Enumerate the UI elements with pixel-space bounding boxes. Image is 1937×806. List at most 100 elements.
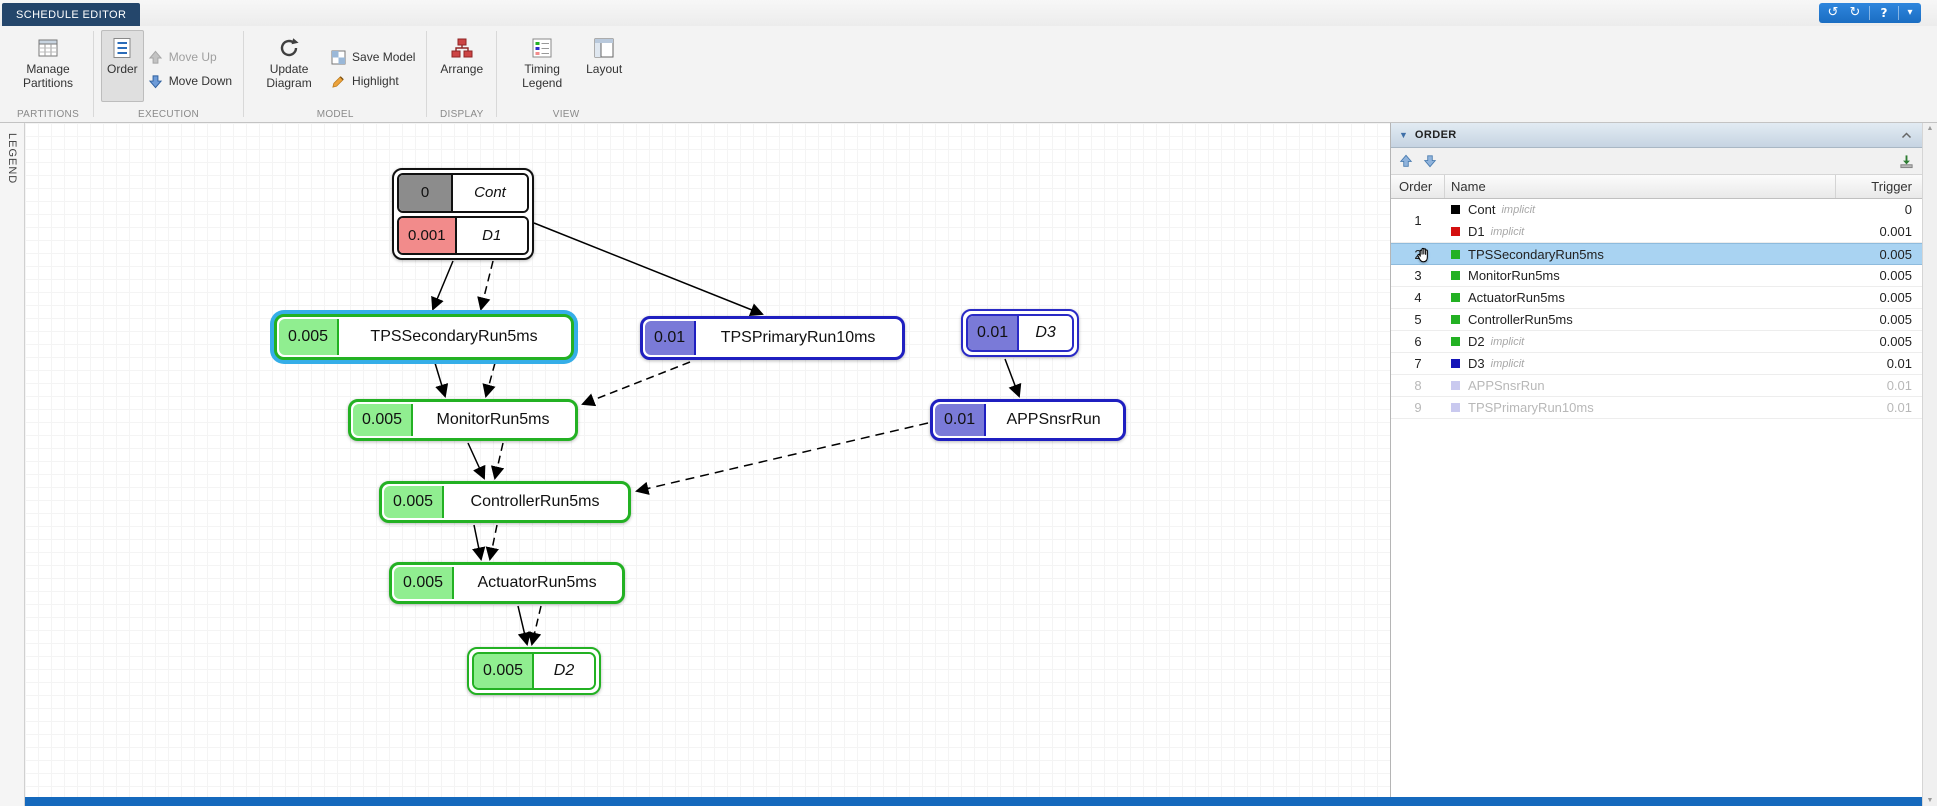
scrollbar-up-arrow-icon[interactable]: ▲	[1926, 125, 1934, 132]
divider	[1869, 6, 1870, 20]
divider	[243, 31, 245, 117]
order-table-header[interactable]: Order Name Trigger	[1391, 175, 1922, 199]
node-tpsprimaryrun10ms-trigger: 0.01	[645, 321, 697, 355]
table-row-tpsprimaryrun10ms[interactable]: 9 TPSPrimaryRun10ms 0.01	[1391, 397, 1922, 419]
edge-appsnsr-controller-dashed[interactable]	[635, 422, 929, 495]
order-panel-toolbar	[1391, 148, 1922, 175]
partition-color-swatch	[1451, 381, 1460, 390]
edge-tpssecondary-monitor-dashed[interactable]	[482, 362, 496, 398]
table-row-monitorrun5ms[interactable]: 3 MonitorRun5ms 0.005	[1391, 265, 1922, 287]
node-actuatorrun5ms[interactable]: 0.005 ActuatorRun5ms	[389, 562, 625, 604]
partition-name: APPSnsrRun	[1468, 378, 1545, 393]
node-monitorrun5ms-label: MonitorRun5ms	[413, 404, 573, 436]
partition-name: ActuatorRun5ms	[1468, 290, 1565, 305]
arrange-button[interactable]: Arrange	[434, 30, 489, 102]
node-cont-trigger: 0	[399, 175, 453, 211]
title-bar: SCHEDULE EDITOR ↺ ↻ ? ▾	[0, 0, 1937, 26]
trigger-cell: 0.005	[1879, 312, 1912, 327]
table-row-appsnsrrun[interactable]: 8 APPSnsrRun 0.01	[1391, 375, 1922, 397]
edge-tpsprimary-monitor-dashed[interactable]	[581, 361, 691, 407]
manage-partitions-button[interactable]: Manage Partitions	[10, 30, 86, 102]
node-appsnsrrun-trigger: 0.01	[935, 404, 987, 436]
column-header-order[interactable]: Order	[1391, 175, 1445, 198]
order-cell: 6	[1414, 334, 1422, 349]
table-row-d3[interactable]: 7 D3 implicit 0.01	[1391, 353, 1922, 375]
edge-controller-actuator-dashed[interactable]	[485, 524, 499, 561]
order-panel: ▼ ORDER Order Name	[1390, 123, 1922, 797]
redo-icon[interactable]: ↻	[1849, 5, 1861, 20]
edge-d3-appsnsr-solid[interactable]	[1004, 358, 1022, 398]
update-diagram-label: Update Diagram	[266, 62, 312, 90]
edge-actuator-d2-dashed[interactable]	[528, 605, 542, 646]
order-button[interactable]: Order	[101, 30, 144, 102]
row-entry-d1[interactable]: D1 implicit	[1445, 221, 1836, 243]
group-label-model: MODEL	[316, 109, 354, 120]
move-down-label: Move Down	[168, 74, 233, 88]
table-row-controllerrun5ms[interactable]: 5 ControllerRun5ms 0.005	[1391, 309, 1922, 331]
partition-name: MonitorRun5ms	[1468, 268, 1560, 283]
order-label: Order	[107, 62, 138, 76]
partition-name: D2	[1468, 334, 1485, 349]
move-up-button[interactable]: Move Up	[148, 50, 232, 65]
table-row-cont-d1[interactable]: 1 Cont implicit D1 implicit 0 0.001	[1391, 199, 1922, 243]
order-move-down-button[interactable]	[1423, 154, 1437, 168]
node-tpsprimaryrun10ms-label: TPSPrimaryRun10ms	[696, 321, 900, 355]
node-d3[interactable]: 0.01 D3	[961, 309, 1079, 357]
node-controllerrun5ms[interactable]: 0.005 ControllerRun5ms	[379, 481, 631, 523]
quick-access-menu-caret-icon[interactable]: ▾	[1907, 7, 1913, 18]
arrange-icon	[450, 36, 474, 60]
edge-cont-tpssecondary-dashed[interactable]	[477, 260, 494, 311]
edge-cont-tpsprimary-solid[interactable]	[533, 222, 764, 317]
move-down-button[interactable]: Move Down	[148, 74, 232, 89]
row-entry-cont[interactable]: Cont implicit	[1445, 199, 1836, 221]
node-tpssecondaryrun5ms[interactable]: 0.005 TPSSecondaryRun5ms	[274, 314, 574, 360]
node-monitorrun5ms[interactable]: 0.005 MonitorRun5ms	[348, 399, 578, 441]
divider	[93, 31, 94, 117]
highlight-button[interactable]: Highlight	[331, 74, 415, 89]
table-row-actuatorrun5ms[interactable]: 4 ActuatorRun5ms 0.005	[1391, 287, 1922, 309]
table-row-tpssecondaryrun5ms[interactable]: 2 TPSSecondaryRun5ms 0.005	[1391, 243, 1922, 265]
order-panel-header[interactable]: ▼ ORDER	[1391, 123, 1922, 148]
edge-monitor-controller-solid[interactable]	[467, 442, 486, 480]
order-move-up-button[interactable]	[1399, 154, 1413, 168]
edge-tpssecondary-monitor-solid[interactable]	[434, 362, 449, 398]
node-tpsprimaryrun10ms[interactable]: 0.01 TPSPrimaryRun10ms	[640, 316, 905, 360]
node-cont-label: Cont	[453, 175, 527, 211]
layout-button[interactable]: Layout	[580, 30, 628, 102]
group-label-execution: EXECUTION	[138, 109, 200, 120]
export-order-button[interactable]	[1899, 154, 1914, 169]
trigger-cell: 0.005	[1879, 268, 1912, 283]
vertical-scrollbar[interactable]: ▲ ▼	[1922, 123, 1937, 806]
node-d2[interactable]: 0.005 D2	[467, 647, 601, 695]
node-appsnsrrun[interactable]: 0.01 APPSnsrRun	[930, 399, 1126, 441]
edge-monitor-controller-dashed[interactable]	[490, 442, 505, 480]
implicit-tag: implicit	[1501, 203, 1536, 216]
schedule-canvas[interactable]: 0 Cont 0.001 D1 0.005 TPSSecondaryRun5ms…	[25, 123, 1390, 797]
move-up-label: Move Up	[168, 50, 217, 64]
edge-controller-actuator-solid[interactable]	[472, 524, 486, 561]
undo-icon[interactable]: ↺	[1827, 5, 1839, 20]
panel-collapse-icon[interactable]: ▼	[1399, 130, 1408, 140]
edge-cont-tpssecondary-solid[interactable]	[431, 260, 454, 311]
node-tpssecondaryrun5ms-trigger: 0.005	[279, 319, 340, 355]
save-model-button[interactable]: Save Model	[331, 50, 415, 65]
edge-layer	[431, 222, 1022, 646]
column-header-trigger[interactable]: Trigger	[1871, 179, 1912, 194]
partition-color-swatch	[1451, 271, 1460, 280]
timing-legend-button[interactable]: Timing Legend	[504, 30, 580, 102]
node-cont[interactable]: 0 Cont	[397, 173, 529, 213]
help-icon[interactable]: ?	[1880, 6, 1888, 20]
highlight-label: Highlight	[352, 74, 399, 88]
node-d1[interactable]: 0.001 D1	[397, 215, 529, 255]
tab-schedule-editor[interactable]: SCHEDULE EDITOR	[2, 3, 141, 26]
table-row-d2[interactable]: 6 D2 implicit 0.005	[1391, 331, 1922, 353]
column-header-name[interactable]: Name	[1445, 175, 1836, 198]
order-panel-minimize-button[interactable]	[1898, 128, 1914, 142]
update-diagram-button[interactable]: Update Diagram	[251, 30, 327, 102]
node-actuatorrun5ms-trigger: 0.005	[394, 567, 455, 599]
scrollbar-down-arrow-icon[interactable]: ▼	[1926, 797, 1934, 804]
manage-partitions-label: Manage Partitions	[22, 62, 74, 90]
edge-actuator-d2-solid[interactable]	[517, 605, 531, 646]
node-cont-d1-group[interactable]: 0 Cont 0.001 D1	[392, 168, 534, 260]
legend-tab[interactable]: LEGEND	[0, 123, 25, 806]
